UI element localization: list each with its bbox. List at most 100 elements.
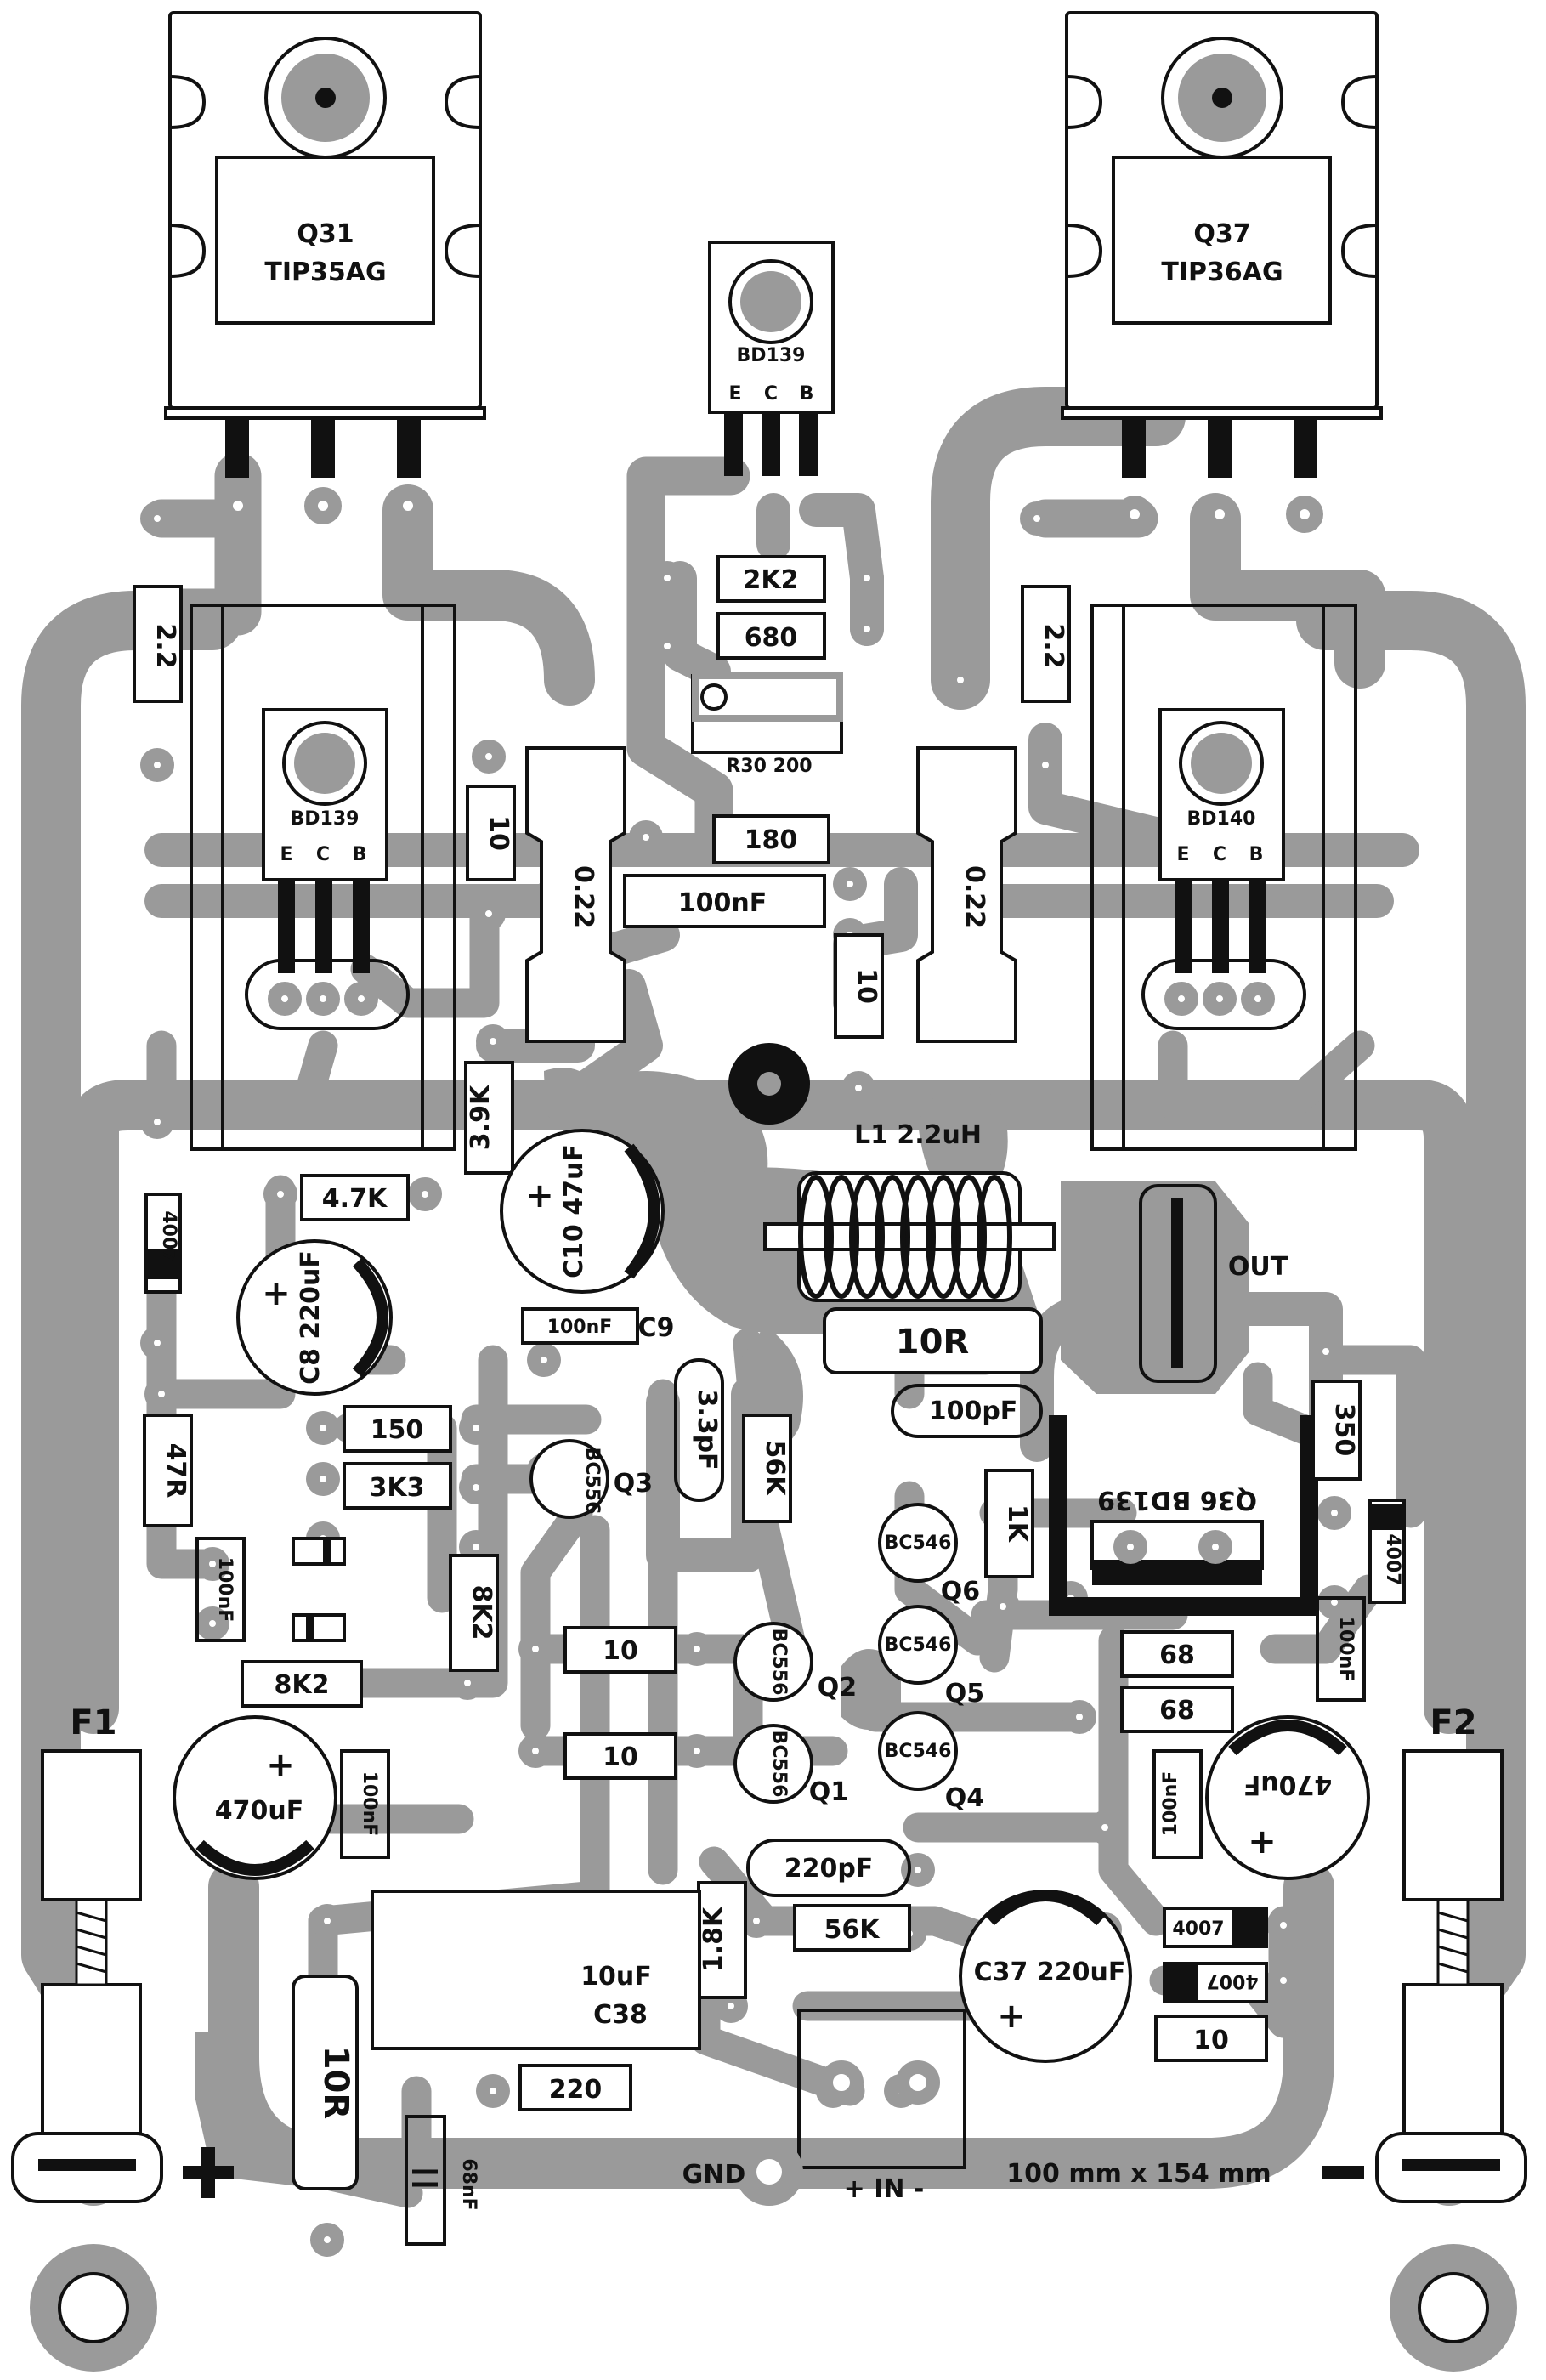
svg-text:220pF: 220pF [784,1854,874,1884]
svg-text:3.9K: 3.9K [466,1084,496,1150]
svg-text:10R: 10R [896,1323,969,1362]
svg-text:BC546: BC546 [885,1741,952,1762]
resistor-10-b: 10 [563,1732,677,1780]
q31-ref-label: Q31 [297,219,354,249]
fuse-f2: F2 [1375,1703,1527,2372]
trimmer-r30: R30 200 [691,672,843,777]
svg-text:+ IN -: + IN - [844,2174,925,2204]
svg-text:Q36 BD139: Q36 BD139 [1097,1485,1257,1515]
svg-text:470uF: 470uF [1243,1770,1332,1799]
svg-text:56K: 56K [824,1915,881,1945]
svg-text:Q1: Q1 [809,1777,848,1807]
svg-text:4007: 4007 [1382,1533,1403,1585]
resistor-8k2-low: 8K2 [241,1660,363,1708]
capacitor-c9: 100nF C9 [521,1307,674,1345]
svg-text:B: B [353,844,367,865]
svg-text:L1 2.2uH: L1 2.2uH [854,1120,982,1150]
svg-text:10uF: 10uF [580,1962,652,1992]
svg-text:Q4: Q4 [945,1783,984,1813]
plus-icon: + [525,1176,554,1216]
svg-text:BD139: BD139 [291,808,360,830]
plus-icon: + [266,1746,295,1785]
plus-icon: + [1248,1822,1277,1862]
q37-part-label: TIP36AG [1161,258,1283,287]
svg-text:100nF: 100nF [547,1317,613,1338]
svg-text:C37 220uF: C37 220uF [974,1958,1126,1987]
svg-text:C: C [316,844,330,865]
svg-text:4007: 4007 [158,1210,179,1262]
svg-text:BC556: BC556 [768,1731,790,1798]
capacitor-100nf-left: 100nF [195,1537,246,1642]
svg-text:2.2: 2.2 [150,623,180,668]
svg-text:F1: F1 [70,1703,116,1742]
q31-part-label: TIP35AG [264,258,386,287]
svg-text:56K: 56K [760,1441,790,1498]
resistor-4-7k: 4.7K [300,1174,410,1221]
svg-text:1K: 1K [1002,1504,1032,1544]
svg-text:B: B [1249,844,1264,865]
resistor-150: 150 [343,1405,452,1453]
svg-text:3.3pF: 3.3pF [692,1389,722,1470]
resistor-2-2-right: 2.2 [1021,585,1071,703]
resistor-10-left: 10 [466,785,516,881]
diode-4007-right: 4007 [1368,1499,1406,1604]
resistor-0-22-right: 0.22 [916,746,1017,1043]
svg-text:E: E [1176,844,1189,865]
resistor-3-9k: 3.9K [464,1061,514,1175]
svg-text:220: 220 [549,2075,603,2105]
svg-text:Q6: Q6 [941,1577,980,1606]
gnd-terminal: GND [682,2138,803,2206]
transistor-q6: BC546 Q6 [878,1503,980,1606]
bias-sensor-q36: Q36 BD139 [1049,1415,1318,1616]
svg-text:68nF: 68nF [458,2158,479,2210]
diode-4007-b: 4007 [1163,1962,1268,2003]
svg-text:10: 10 [603,1742,638,1772]
capacitor-100nf-f1: 100nF [340,1749,390,1859]
capacitor-c37: + C37 220uF [959,1890,1132,2063]
svg-text:BC546: BC546 [885,1635,952,1656]
power-transistor-q37: Q37 TIP36AG [1061,11,1383,533]
capacitor-100pf: 100pF [891,1384,1043,1438]
resistor-10r-output: 10R [823,1307,1043,1374]
capacitor-c38: 10uF C38 [371,1890,701,2050]
bd139-top-label: BD139 [737,345,806,366]
svg-text:68: 68 [1159,1640,1195,1670]
resistor-180: 180 [712,814,830,864]
diode-pair-left [292,1537,346,1642]
power-transistor-q31: Q31 TIP35AG [164,11,486,524]
pin-e-label: E [728,383,741,405]
svg-text:4.7K: 4.7K [322,1184,388,1214]
resistor-47r: 47R [143,1414,193,1527]
resistor-10-a: 10 [563,1626,677,1674]
svg-text:GND: GND [682,2160,746,2190]
svg-text:BC556: BC556 [581,1448,603,1515]
output-terminal: OUT [1139,1184,1288,1383]
svg-text:10: 10 [484,815,513,851]
resistor-8k2-vertical: 8K2 [449,1554,499,1672]
capacitor-c8: + C8 220uF [236,1239,393,1396]
svg-text:10: 10 [603,1636,638,1666]
svg-text:Q5: Q5 [945,1679,984,1708]
svg-text:BC556: BC556 [768,1629,790,1696]
svg-text:100nF: 100nF [359,1771,380,1837]
pin-c-label: C [764,383,778,405]
capacitor-470uf-right: + 470uF [1205,1715,1370,1880]
inductor-l1: L1 2.2uH [763,1120,1056,1302]
svg-text:8K2: 8K2 [467,1585,496,1640]
resistor-220: 220 [518,2064,632,2111]
diode-4007-left: 4007 [144,1193,182,1294]
svg-text:8K2: 8K2 [275,1670,330,1700]
svg-text:350: 350 [1329,1403,1359,1457]
resistor-68-b: 68 [1120,1686,1234,1733]
svg-text:BD140: BD140 [1187,808,1256,830]
svg-text:180: 180 [745,825,798,855]
svg-text:F2: F2 [1430,1703,1476,1742]
resistor-10r-low: 10R [292,1975,359,2190]
bias-transistor-bd139-top: BD139 E C B [708,241,835,476]
svg-text:C38: C38 [593,2000,648,2030]
bias-transistor-bd140-right: BD140 E C B [1141,708,1306,1030]
svg-text:47R: 47R [161,1443,190,1499]
svg-text:100pF: 100pF [929,1397,1018,1426]
svg-text:680: 680 [745,623,798,653]
